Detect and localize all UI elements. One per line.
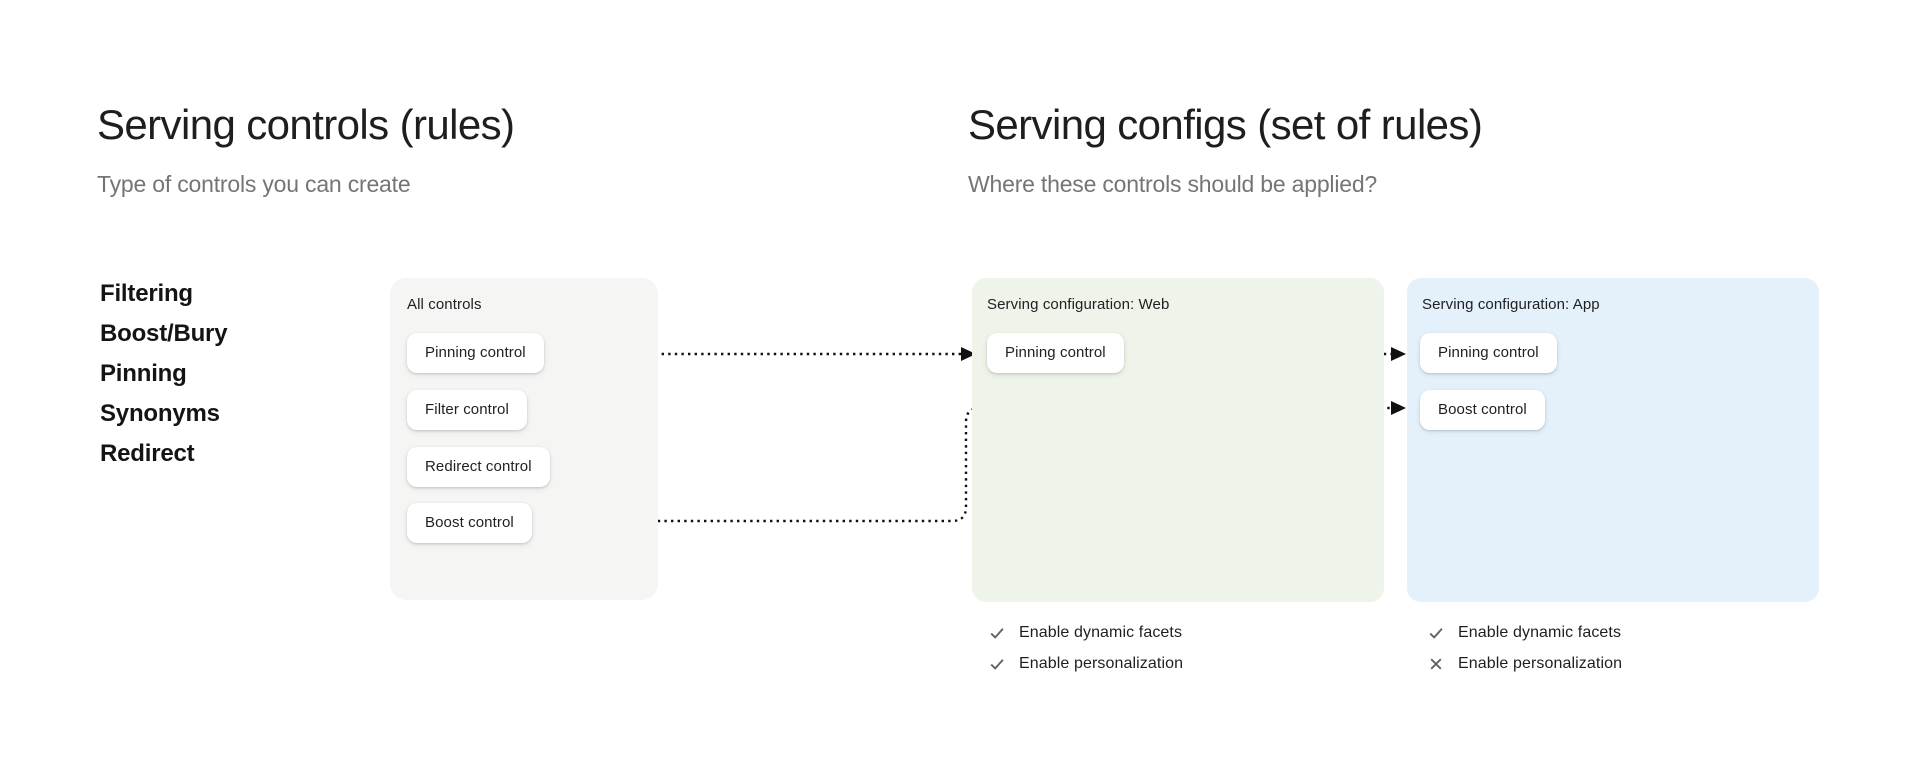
serving-config-app-title: Serving configuration: App bbox=[1422, 296, 1600, 313]
serving-config-app-card: Serving configuration: App Pinning contr… bbox=[1407, 278, 1819, 602]
all-controls-card-title: All controls bbox=[407, 296, 482, 313]
pill-boost-control: Boost control bbox=[407, 503, 532, 543]
pill-filter-control: Filter control bbox=[407, 390, 527, 430]
page-subtitle-controls: Type of controls you can create bbox=[97, 171, 411, 197]
arrowhead-icon bbox=[1391, 401, 1406, 415]
page-title-configs: Serving configs (set of rules) bbox=[968, 101, 1483, 148]
setting-label: Enable dynamic facets bbox=[1458, 623, 1622, 641]
page-subtitle-configs: Where these controls should be applied? bbox=[968, 171, 1378, 197]
setting-label: Enable personalization bbox=[1019, 654, 1184, 672]
control-type-filtering: Filtering bbox=[100, 280, 193, 307]
setting-row: Enable dynamic facets bbox=[1427, 620, 1622, 645]
x-icon bbox=[1430, 658, 1442, 669]
pill-redirect-control: Redirect control bbox=[407, 447, 550, 487]
setting-label: Enable dynamic facets bbox=[1019, 623, 1183, 641]
serving-config-web-card: Serving configuration: Web Pinning contr… bbox=[972, 278, 1384, 602]
all-controls-card: All controls Pinning control Filter cont… bbox=[390, 278, 658, 600]
right-header: Serving configs (set of rules) Where the… bbox=[968, 101, 1483, 197]
page-title-controls: Serving controls (rules) bbox=[97, 101, 515, 148]
left-header: Serving controls (rules) Type of control… bbox=[97, 101, 515, 197]
control-types-list: Filtering Boost/Bury Pinning Synonyms Re… bbox=[100, 274, 228, 474]
check-icon bbox=[1429, 627, 1443, 639]
control-type-synonyms: Synonyms bbox=[100, 400, 220, 427]
control-type-boost-bury: Boost/Bury bbox=[100, 320, 228, 347]
setting-row: Enable personalization bbox=[988, 651, 1183, 676]
control-type-pinning: Pinning bbox=[100, 360, 187, 387]
web-config-settings: Enable dynamic facets Enable personaliza… bbox=[988, 620, 1183, 682]
check-icon bbox=[990, 658, 1004, 670]
app-config-settings: Enable dynamic facets Enable personaliza… bbox=[1427, 620, 1622, 682]
pill-pinning-control-app: Pinning control bbox=[1420, 333, 1557, 373]
control-type-redirect: Redirect bbox=[100, 440, 195, 467]
arrowhead-icon bbox=[1391, 347, 1406, 361]
serving-config-web-title: Serving configuration: Web bbox=[987, 296, 1170, 313]
pill-pinning-control-web: Pinning control bbox=[987, 333, 1124, 373]
setting-row: Enable personalization bbox=[1427, 651, 1622, 676]
pill-boost-control-app: Boost control bbox=[1420, 390, 1545, 430]
check-icon bbox=[990, 627, 1004, 639]
pill-pinning-control: Pinning control bbox=[407, 333, 544, 373]
setting-row: Enable dynamic facets bbox=[988, 620, 1183, 645]
setting-label: Enable personalization bbox=[1458, 654, 1623, 672]
